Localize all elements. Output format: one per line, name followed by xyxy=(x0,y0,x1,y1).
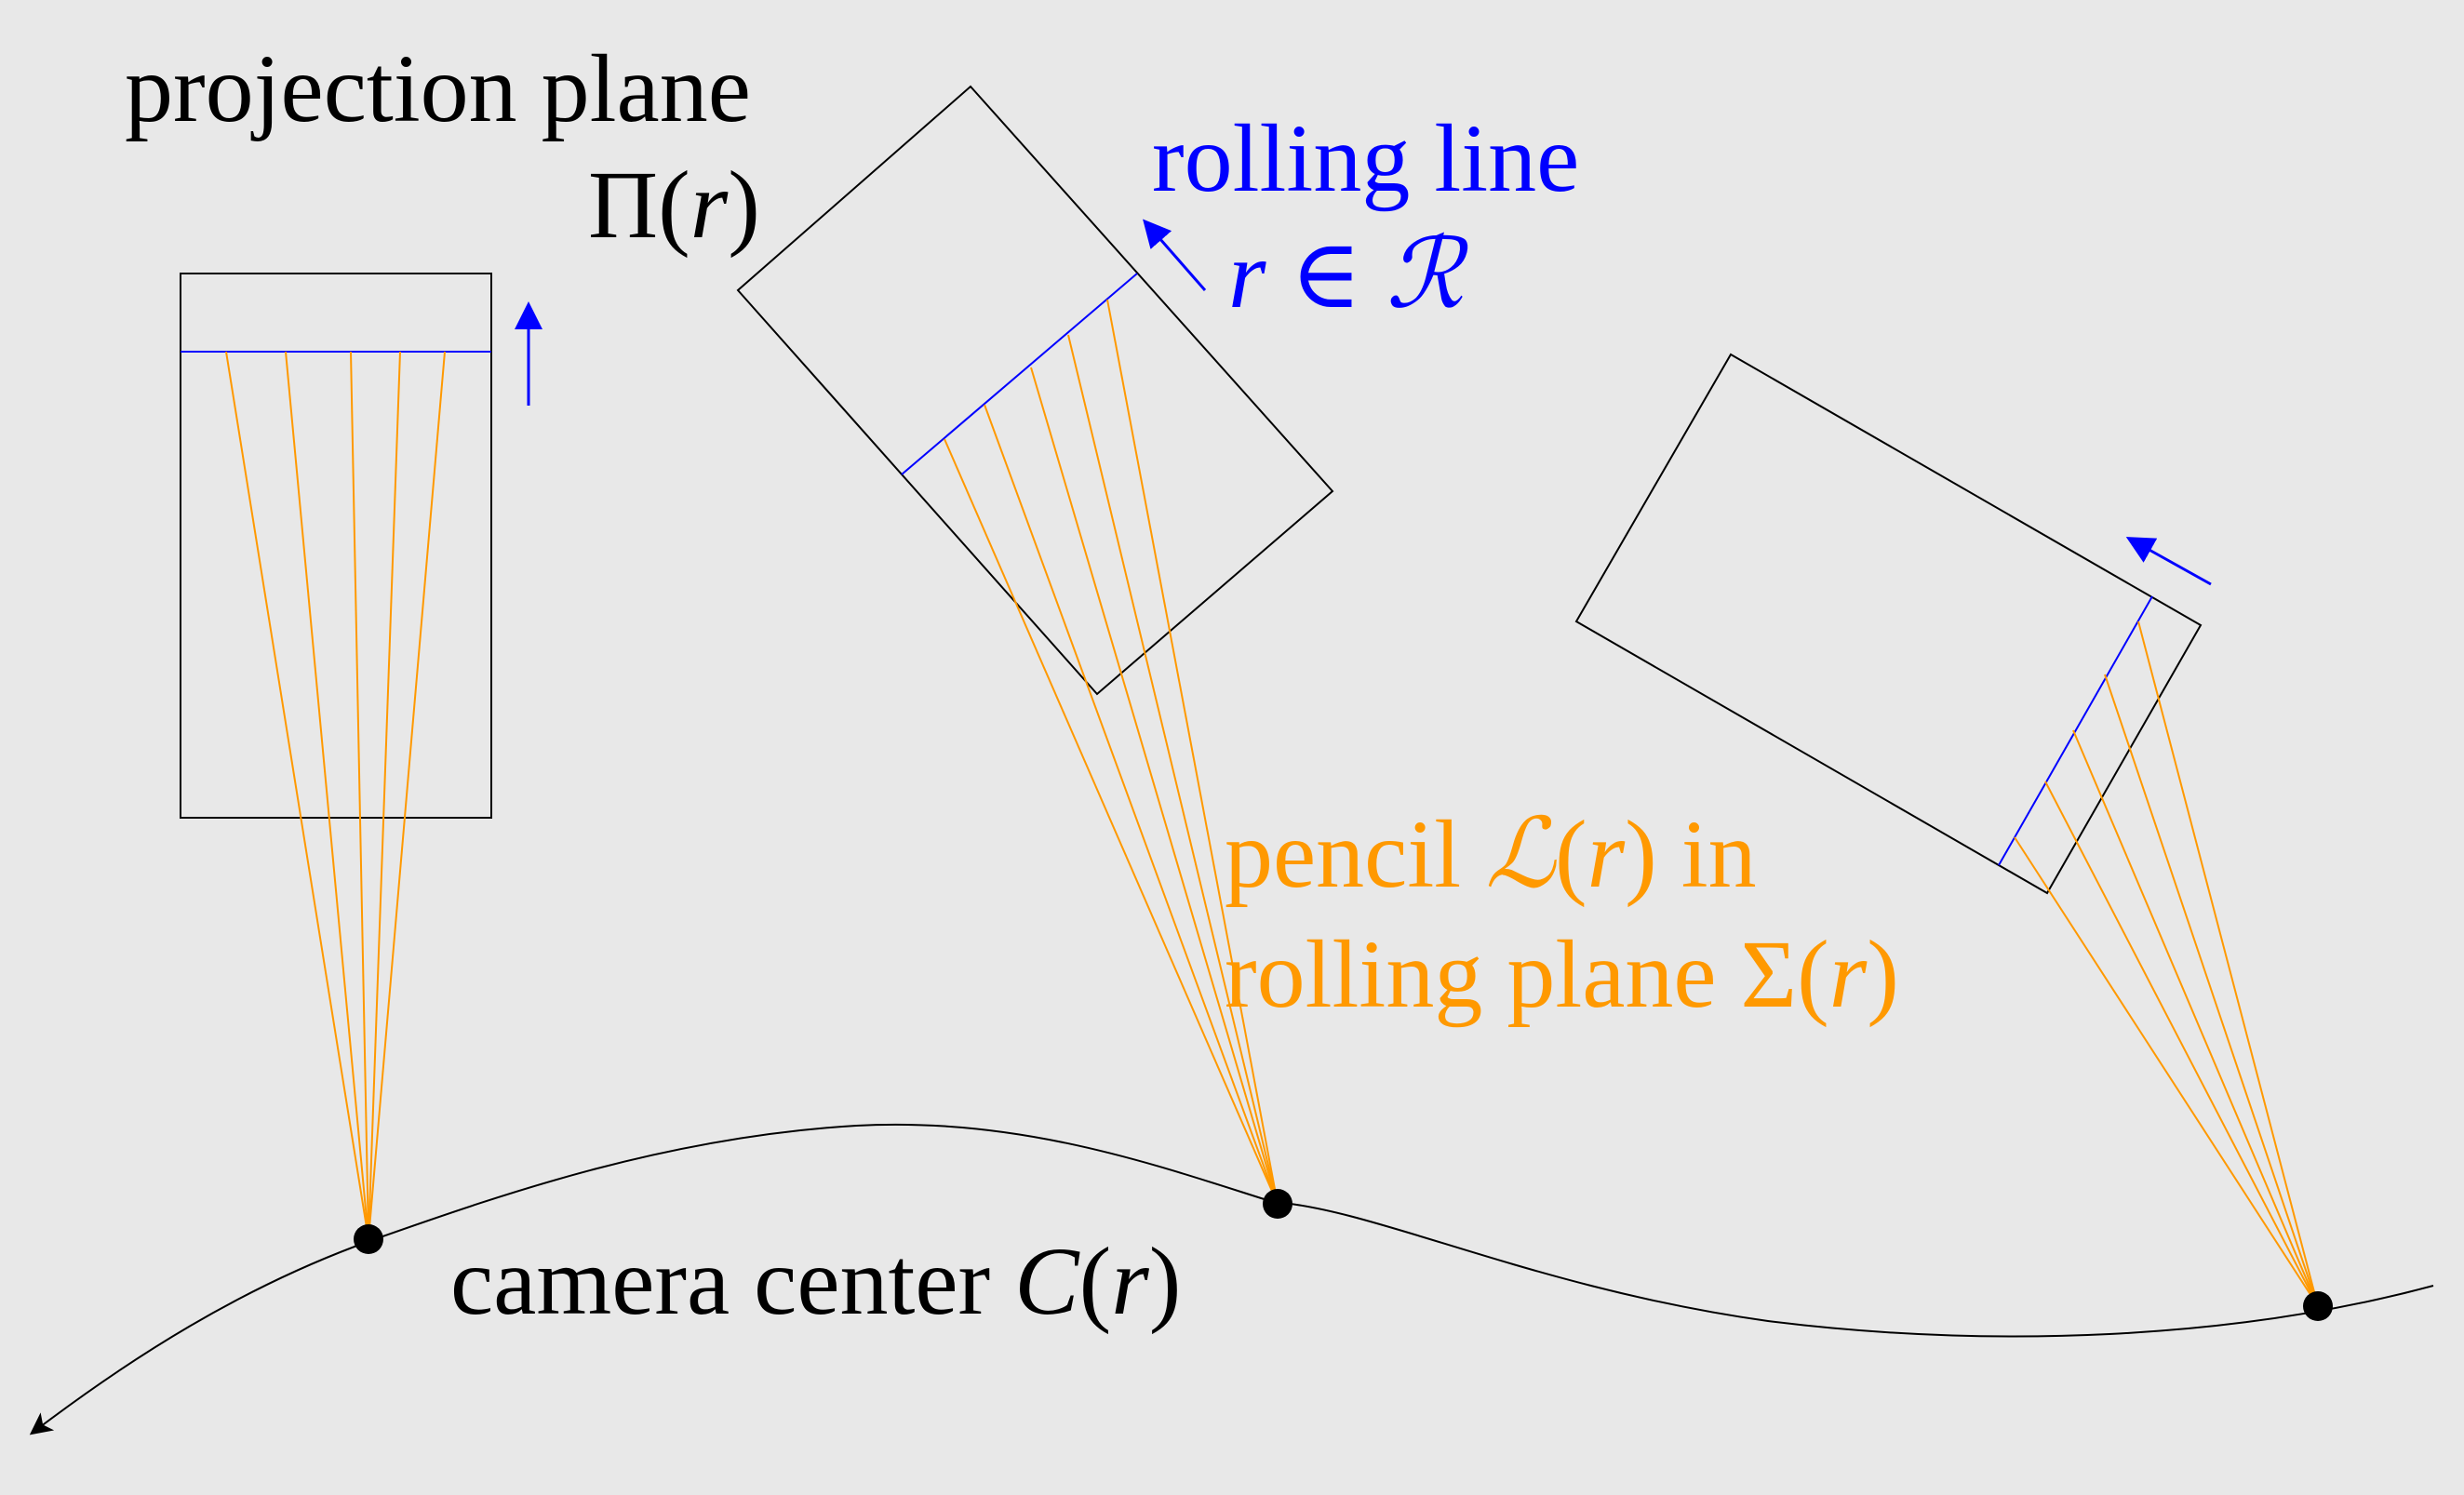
rolling-line-middle xyxy=(901,273,1138,475)
pencil-symbol-open: ( xyxy=(1555,801,1587,908)
rolling-line-set-name: ℛ xyxy=(1386,221,1469,328)
camera-center-middle xyxy=(1263,1189,1292,1219)
camera-frame-right xyxy=(1574,353,2333,1321)
rolling-plane-close: ) xyxy=(1867,921,1899,1028)
camera-center-open: ( xyxy=(1079,1228,1112,1335)
pencil-label-prefix: pencil xyxy=(1225,801,1485,908)
rolling-plane-open: ( xyxy=(1797,921,1829,1028)
pencil-ray xyxy=(1030,367,1279,1205)
pencil-label: pencil ℒ(r) in xyxy=(1225,801,1757,908)
rolling-line-set-label: r ∈ ℛ xyxy=(1228,221,1469,328)
camera-center-left xyxy=(354,1224,383,1254)
rolling-plane-prefix: rolling plane xyxy=(1225,921,1741,1028)
camera-trajectory-curve xyxy=(29,1123,2434,1435)
camera-frame-middle xyxy=(736,85,1334,1219)
pencil-ray xyxy=(984,404,1279,1205)
camera-center-prefix: camera center xyxy=(450,1228,1014,1335)
camera-center-close: ) xyxy=(1149,1228,1182,1335)
pencil-rays-right xyxy=(2014,621,2319,1307)
pencil-ray xyxy=(368,351,401,1240)
projection-plane-label: projection plane xyxy=(125,35,751,142)
rolling-line-right xyxy=(1998,595,2153,866)
camera-center-var: r xyxy=(1111,1228,1149,1335)
projection-plane-middle xyxy=(736,85,1334,696)
scan-direction-arrow-right xyxy=(2125,537,2212,586)
camera-frame-left xyxy=(180,273,542,1254)
pencil-rays-left xyxy=(225,351,446,1240)
pencil-symbol-var: r xyxy=(1587,801,1626,908)
pencil-label-suffix: in xyxy=(1657,801,1757,908)
rolling-plane-label: rolling plane Σ(r) xyxy=(1225,921,1899,1028)
pencil-symbol-close: ) xyxy=(1625,801,1657,908)
rolling-plane-symbol: Σ xyxy=(1741,921,1798,1028)
pencil-ray xyxy=(1106,299,1279,1205)
rolling-line-set-op: ∈ xyxy=(1265,221,1386,328)
camera-center-label: camera center C(r) xyxy=(450,1228,1181,1335)
scan-direction-arrow-middle xyxy=(1143,219,1207,291)
pencil-ray xyxy=(2137,621,2319,1307)
camera-center-symbol: C xyxy=(1014,1228,1080,1335)
projection-plane-symbol: Π(r) xyxy=(588,152,760,259)
pencil-ray xyxy=(350,351,369,1240)
pencil-symbol: ℒ xyxy=(1485,801,1557,908)
pencil-ray xyxy=(1067,334,1279,1205)
rolling-line-set-var: r xyxy=(1228,221,1266,328)
projection-plane-symbol-var: r xyxy=(690,152,729,259)
projection-plane-left xyxy=(180,273,492,819)
pencil-ray xyxy=(285,351,369,1240)
pencil-rays-middle xyxy=(944,299,1279,1205)
camera-center-right xyxy=(2303,1291,2333,1321)
projection-plane-symbol-suffix: ) xyxy=(728,152,760,259)
pencil-ray xyxy=(2104,674,2319,1307)
projection-plane-symbol-prefix: Π( xyxy=(588,152,690,259)
pencil-ray xyxy=(225,351,369,1240)
pencil-ray xyxy=(944,438,1279,1205)
pencil-ray xyxy=(368,351,446,1240)
pencil-ray xyxy=(2072,729,2319,1307)
projection-plane-right xyxy=(1574,353,2203,895)
rolling-plane-var: r xyxy=(1829,921,1868,1028)
rolling-line-label: rolling line xyxy=(1152,105,1579,212)
pencil-ray xyxy=(2044,781,2319,1307)
pencil-ray xyxy=(2014,836,2319,1307)
